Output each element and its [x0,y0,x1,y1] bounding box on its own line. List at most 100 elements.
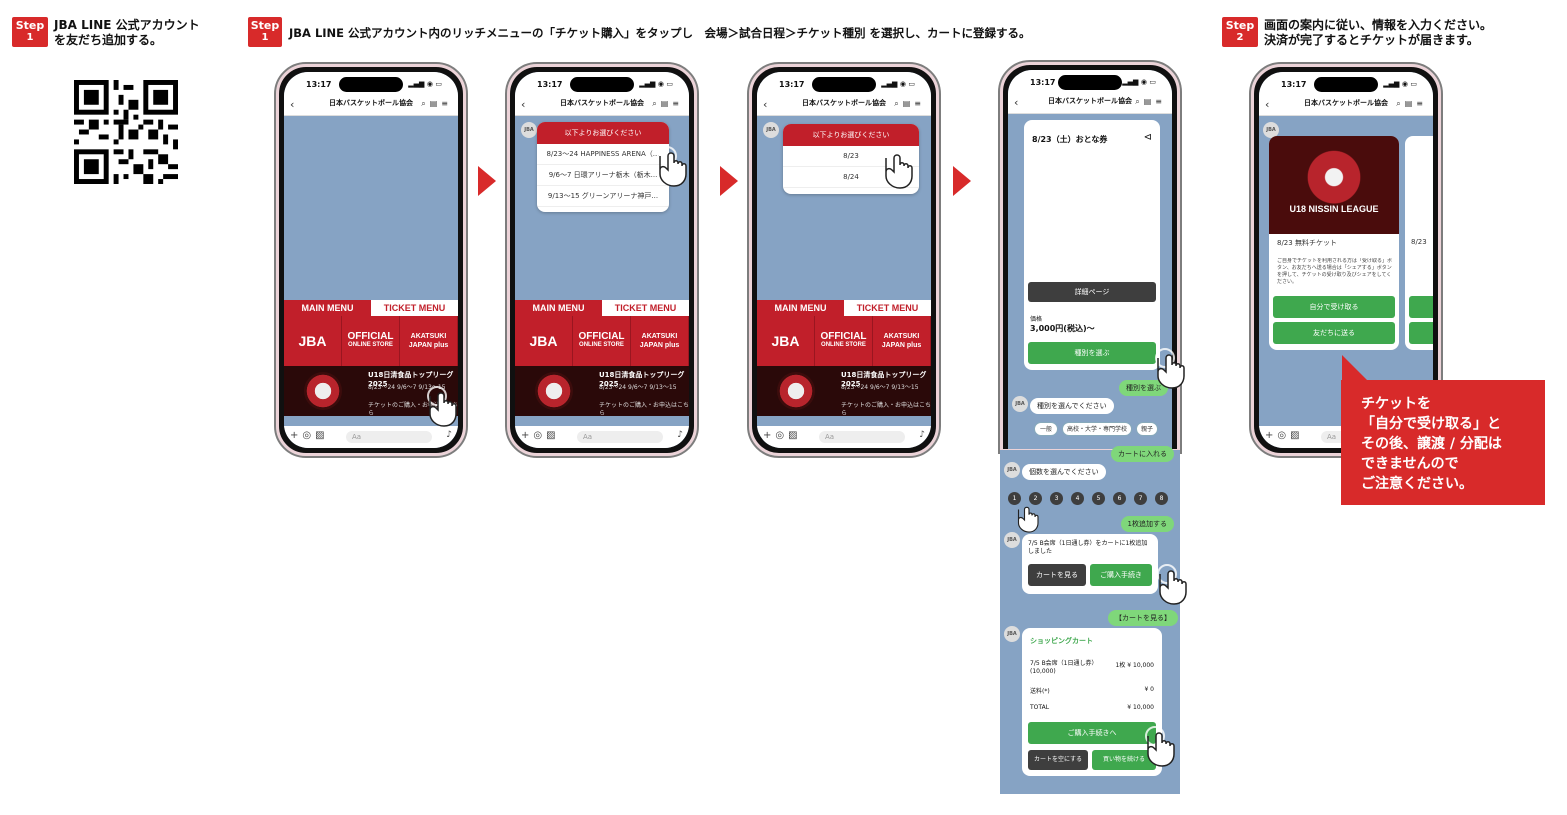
qty-option[interactable]: 2 [1029,492,1042,505]
official-label: OFFICIAL [347,331,394,342]
qty-option[interactable]: 8 [1155,492,1168,505]
tab-main-menu[interactable]: MAIN MENU [515,300,602,316]
receive-myself-button[interactable]: 自分で受け取る [1273,296,1395,318]
input-tool-icons[interactable]: +◎▨ [290,430,329,441]
back-arrow-icon[interactable]: ‹ [290,98,295,111]
official-sublabel: ONLINE STORE [821,342,866,348]
receive-myself-button[interactable] [1409,296,1433,318]
share-icon[interactable]: ⊲ [1143,132,1152,143]
ticket-purchase-banner[interactable]: U18日清食品トップリーグ2025 8/23～24 9/6～7 9/13～15 … [757,366,931,416]
shipping-label: 送料(*) [1030,688,1050,695]
price-label: 価格 [1030,316,1043,323]
qty-option[interactable]: 4 [1071,492,1084,505]
back-arrow-icon[interactable]: ‹ [1014,96,1019,109]
venue-option[interactable]: 9/6～7 日環アリーナ栃木（栃木... [537,165,669,186]
line-chat-screen: 13:17 ▂▄▆ ◉ ▭ ‹ 日本バスケットボール協会 ⌕▤≡ MAIN ME… [284,72,458,448]
tab-ticket-menu[interactable]: TICKET MENU [844,300,931,316]
message-input[interactable]: Aa [577,431,663,443]
venue-option[interactable]: 9/13～15 グリーンアリーナ神戸... [537,186,669,207]
select-type-button[interactable]: 種別を選ぶ [1028,342,1156,364]
ticket-purchase-banner[interactable]: U18日清食品トップリーグ2025 8/23～24 9/6～7 9/13～15 … [515,366,689,416]
bot-prompt: 種別を選んでください [1030,398,1114,414]
banner-cta: チケットのご購入・お申込はこちら [599,402,689,416]
message-input[interactable]: Aa [346,431,432,443]
step2-badge: Step 2 [1222,17,1258,47]
ticket-card-next: 8/23 [1405,136,1433,350]
input-tool-icons[interactable]: +◎▨ [1265,430,1304,441]
banner-cta: チケットのご購入・お申込はこちら [368,402,458,416]
input-tool-icons[interactable]: +◎▨ [763,430,802,441]
header-action-icons[interactable]: ⌕▤≡ [652,99,683,108]
input-tool-icons[interactable]: +◎▨ [521,430,560,441]
tab-ticket-menu[interactable]: TICKET MENU [371,300,458,316]
banner-title: U18日清食品トップリーグ2025 [599,371,685,388]
step2-line2: 決済が完了するとチケットが届きます。 [1264,33,1479,47]
tab-main-menu[interactable]: MAIN MENU [284,300,371,316]
view-cart-button[interactable]: カートを見る [1028,564,1086,586]
status-bar: 13:17 ▂▄▆ ◉ ▭ [284,72,458,94]
qty-option[interactable]: 3 [1050,492,1063,505]
back-arrow-icon[interactable]: ‹ [763,98,768,111]
tab-main-menu[interactable]: MAIN MENU [757,300,844,316]
venue-option[interactable]: 8/23～24 HAPPINESS ARENA（... [537,144,669,165]
header-action-icons[interactable]: ⌕▤≡ [1396,99,1427,108]
step-arrow-2 [720,166,738,196]
tap-hand-icon [1017,506,1039,533]
message-input-bar: +◎▨ Aa ♪ [757,426,931,448]
message-input[interactable]: Aa [819,431,905,443]
checkout-button[interactable]: ご購入手続きへ [1028,722,1156,744]
step-number: 1 [26,32,34,43]
header-action-icons[interactable]: ⌕▤≡ [894,99,925,108]
tap-hand-icon [1145,726,1175,767]
step-word: Step [250,19,280,32]
qr-code[interactable] [74,80,178,184]
ticket-purchase-banner[interactable]: U18日清食品トップリーグ2025 8/23～24 9/6～7 9/13～15 … [284,366,458,416]
jba-button[interactable]: JBA [757,316,815,366]
u18-league-logo [777,372,815,410]
status-bar: 13:17 ▂▄▆ ◉ ▭ [515,72,689,94]
tab-ticket-menu[interactable]: TICKET MENU [602,300,689,316]
send-to-friend-button[interactable] [1409,322,1433,344]
clock: 13:17 [779,80,805,89]
account-name: 日本バスケットボール協会 [1048,97,1132,105]
proceed-checkout-button[interactable]: ご購入手続き [1090,564,1152,586]
banner-title: U18日清食品トップリーグ2025 [841,371,927,388]
step1-badge: Step 1 [12,17,48,47]
jba-button[interactable]: JBA [515,316,573,366]
account-name: 日本バスケットボール協会 [1304,99,1388,107]
type-option[interactable]: 高校・大学・専門学校 [1062,422,1132,436]
qty-option[interactable]: 5 [1092,492,1105,505]
continue-shopping-button[interactable]: 買い物を続ける [1092,750,1156,770]
back-arrow-icon[interactable]: ‹ [521,98,526,111]
qty-option[interactable]: 6 [1113,492,1126,505]
type-option[interactable]: 一般 [1034,422,1058,436]
detail-page-button[interactable]: 詳細ページ [1028,282,1156,302]
message-input-bar: +◎▨ Aa ♪ [515,426,689,448]
date-option[interactable]: 8/24 [783,167,919,188]
mic-icon[interactable]: ♪ [446,430,452,440]
date-option[interactable]: 8/23 [783,146,919,167]
jba-button[interactable]: JBA [284,316,342,366]
qty-option[interactable]: 1 [1008,492,1021,505]
qty-option[interactable]: 7 [1134,492,1147,505]
mic-icon[interactable]: ♪ [919,430,925,440]
account-name: 日本バスケットボール協会 [329,99,413,107]
send-to-friend-button[interactable]: 友だちに送る [1273,322,1395,344]
mic-icon[interactable]: ♪ [677,430,683,440]
user-reply: 【カートを見る】 [1108,610,1178,626]
tap-hand-icon [657,146,687,187]
back-arrow-icon[interactable]: ‹ [1265,98,1270,111]
empty-cart-button[interactable]: カートを空にする [1028,750,1088,770]
type-option[interactable]: 親子 [1136,422,1158,436]
header-action-icons[interactable]: ⌕▤≡ [421,99,452,108]
banner-title: U18日清食品トップリーグ2025 [368,371,454,388]
header-action-icons[interactable]: ⌕▤≡ [1135,97,1166,106]
official-label: OFFICIAL [820,331,867,342]
